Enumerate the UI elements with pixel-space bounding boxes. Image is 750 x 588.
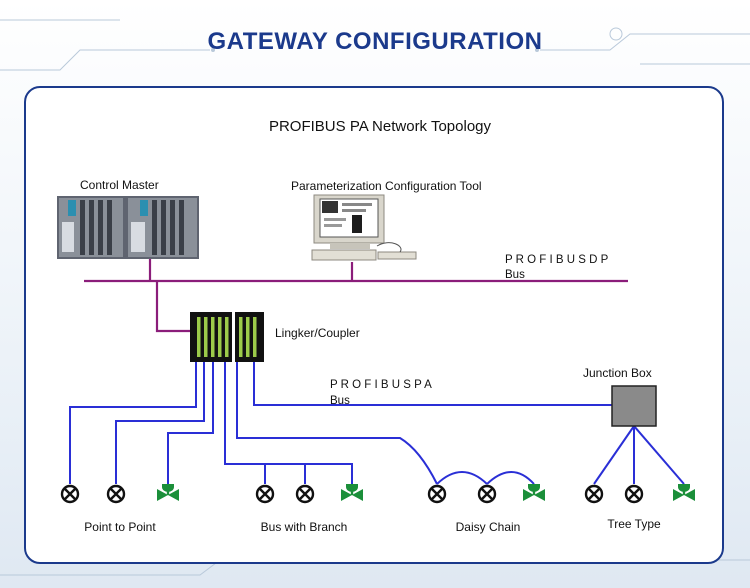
valve-icon: [523, 484, 545, 501]
coupler-label: Lingker/Coupler: [275, 326, 360, 340]
diagram-panel: [24, 86, 724, 564]
pa-bus-lines: [69, 362, 685, 485]
coupler-icon: [190, 312, 264, 362]
label-point-to-point: Point to Point: [84, 520, 156, 534]
sensor-icon: [427, 484, 447, 504]
dp-bus-name: P R O F I B U S D P: [505, 254, 609, 266]
sensor-icon: [624, 484, 644, 504]
dp-bus-suffix: Bus: [505, 269, 525, 281]
sensor-icon: [60, 484, 80, 504]
valve-icon: [673, 484, 695, 501]
label-bus-with-branch: Bus with Branch: [261, 520, 348, 534]
page-title: GATEWAY CONFIGURATION: [207, 28, 543, 55]
pa-bus-name: P R O F I B U S P A: [330, 379, 432, 391]
sensor-icon: [255, 484, 275, 504]
junction-box-icon: [611, 385, 657, 427]
sensor-icon: [477, 484, 497, 504]
sensor-icon: [106, 484, 126, 504]
junction-box-label: Junction Box: [583, 366, 652, 380]
config-tool-pc-icon: [311, 194, 417, 261]
control-master-plc-icon: [57, 196, 199, 259]
control-master-label: Control Master: [80, 178, 159, 192]
label-tree-type: Tree Type: [607, 517, 661, 531]
sensor-icon: [295, 484, 315, 504]
config-tool-label: Parameterization Configuration Tool: [291, 179, 482, 193]
dp-bus-lines: [84, 259, 628, 333]
label-daisy-chain: Daisy Chain: [456, 520, 521, 534]
diagram-title: PROFIBUS PA Network Topology: [269, 118, 492, 135]
valve-icon: [341, 484, 363, 501]
valve-icon: [157, 484, 179, 501]
sensor-icon: [584, 484, 604, 504]
